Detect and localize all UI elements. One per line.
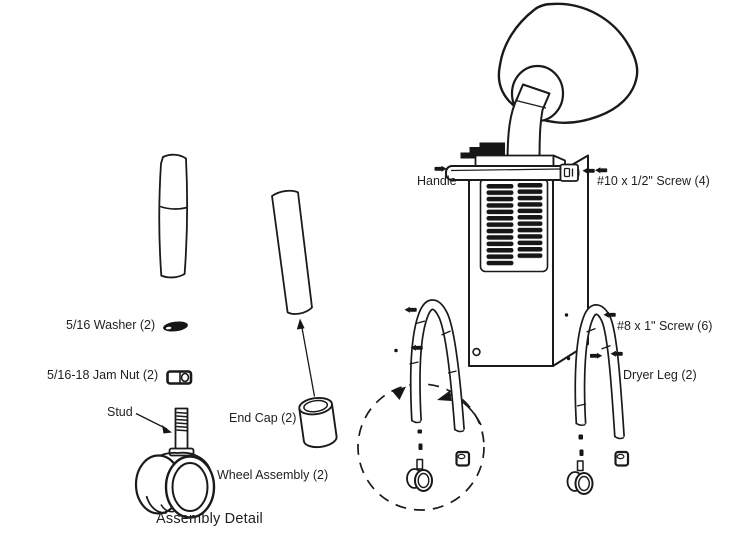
small-end-cap-drawing <box>455 450 471 467</box>
screw-icons <box>394 165 623 361</box>
leg-tube-section-curved <box>158 153 188 279</box>
rotation-arrowhead <box>392 386 406 400</box>
wheel-assembly-drawing <box>134 407 216 519</box>
washer-icon <box>163 321 188 332</box>
screw-icon <box>404 306 417 313</box>
dryer-leg-right-drawing <box>574 304 625 440</box>
stud-label: Stud <box>107 405 133 419</box>
screw-icon <box>434 165 447 172</box>
screw-dot <box>564 313 569 317</box>
leader-arrowhead <box>296 318 305 330</box>
dryer-leg-label: Dryer Leg (2) <box>623 368 697 382</box>
screw-icon <box>595 167 608 174</box>
stud-drawing <box>174 407 189 451</box>
front-wheel-ring <box>171 462 209 512</box>
end-cap-leader <box>296 318 316 397</box>
centerline-dash <box>417 429 422 434</box>
centerline-dash <box>578 434 583 440</box>
leader-arrowhead <box>162 425 172 434</box>
dryer-leg-left-drawing <box>409 299 465 433</box>
leg-tube-section-straight <box>271 189 313 315</box>
axle-arc <box>145 495 167 514</box>
assembly-detail-caption: Assembly Detail <box>156 511 263 527</box>
jam-nut-label: 5/16-18 Jam Nut (2) <box>47 368 159 382</box>
small-caster-drawing <box>566 460 594 495</box>
small-end-cap-drawing <box>614 450 630 467</box>
centerline-dash <box>418 443 423 450</box>
screw-10-label: #10 x 1/2" Screw (4) <box>597 174 710 188</box>
control-switches-drawing <box>460 142 505 159</box>
centerline-dash <box>579 449 584 456</box>
washer-label: 5/16 Washer (2) <box>66 318 156 332</box>
end-cap-drawing <box>298 396 338 449</box>
screw-icon <box>590 352 603 359</box>
dryer-body-drawing <box>468 154 589 367</box>
stud-threads <box>176 411 188 432</box>
stud-leader <box>135 412 172 434</box>
vent-louvers-right <box>517 183 543 260</box>
end-cap-label: End Cap (2) <box>229 411 297 425</box>
screw-dot <box>394 348 398 353</box>
screw-dot <box>566 356 571 361</box>
handle-drawing <box>445 163 580 182</box>
vent-louvers-left <box>486 184 514 266</box>
jam-nut-icon <box>166 370 193 385</box>
rotation-arrowhead <box>437 390 452 401</box>
small-caster-drawing <box>406 458 433 492</box>
body-screw-hole <box>472 347 481 357</box>
left-leg-hardware <box>406 429 471 492</box>
screw-8-label: #8 x 1" Screw (6) <box>617 319 713 333</box>
axle-arc <box>160 504 175 513</box>
handle-label: Handle <box>417 174 457 188</box>
wheel-assembly-label: Wheel Assembly (2) <box>217 468 329 482</box>
right-leg-hardware <box>566 434 630 495</box>
